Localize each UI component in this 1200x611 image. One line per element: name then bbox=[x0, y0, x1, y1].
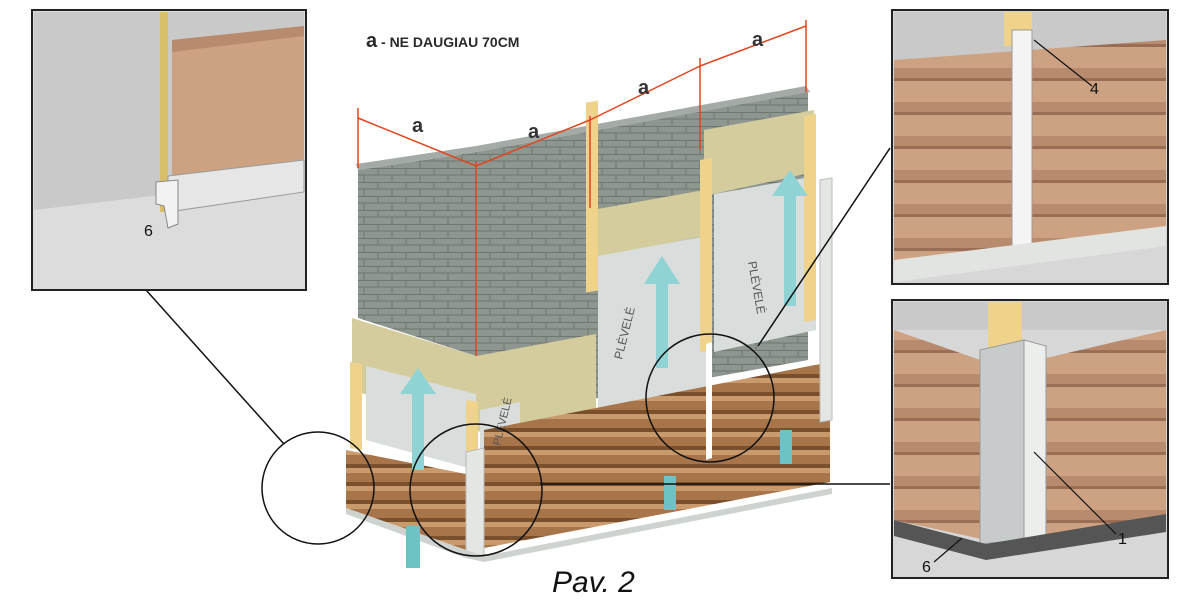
callout-6-top-left: 6 bbox=[144, 223, 153, 240]
spacing-note: a - NE DAUGIAU 70CM bbox=[366, 30, 519, 53]
dimension-label-1: a bbox=[412, 115, 424, 137]
membrane-panel-1 bbox=[598, 236, 706, 410]
batten-2 bbox=[700, 158, 712, 352]
siding-left bbox=[346, 450, 466, 550]
dimension-label-4: a bbox=[752, 29, 764, 51]
insulation-top bbox=[704, 110, 814, 196]
batten-4 bbox=[350, 362, 362, 450]
spacing-symbol: a bbox=[366, 30, 378, 52]
detail-panel-bottom-right: 1 6 bbox=[891, 299, 1169, 579]
insulation-upper bbox=[592, 190, 704, 258]
airflow-intake-icon bbox=[406, 430, 792, 568]
batten-5 bbox=[466, 400, 478, 460]
detail-markers bbox=[145, 147, 891, 557]
callout-1: 1 bbox=[1118, 531, 1127, 548]
detail-circle-1 bbox=[261, 431, 375, 545]
membrane-panel-2 bbox=[714, 176, 816, 352]
block-wall-left bbox=[358, 152, 476, 356]
wall-assembly: PLĖVELĖ PLĖVELĖ PLĖVELĖ bbox=[346, 86, 833, 568]
callout-4: 4 bbox=[1090, 81, 1099, 98]
block-wall-top bbox=[356, 86, 810, 170]
dimension-label-3: a bbox=[638, 77, 650, 99]
batten-3 bbox=[804, 114, 816, 322]
siding-right bbox=[484, 362, 830, 548]
corner-trim bbox=[465, 447, 485, 557]
dimension-label-2: a bbox=[528, 121, 540, 143]
airflow-arrow-icon bbox=[400, 170, 808, 470]
detail-circle-2 bbox=[409, 423, 543, 557]
spacing-note-text: - NE DAUGIAU 70CM bbox=[377, 34, 520, 50]
dimension-lines bbox=[357, 20, 807, 356]
end-trim bbox=[819, 177, 833, 423]
detail-circle-3 bbox=[645, 333, 775, 463]
batten-1 bbox=[586, 100, 598, 293]
detail-panel-top-right: 4 bbox=[891, 9, 1169, 285]
figure-caption: Pav. 2 bbox=[552, 566, 635, 599]
detail-panel-top-left: 6 bbox=[31, 9, 307, 291]
callout-6-bottom-right: 6 bbox=[922, 559, 931, 576]
joint-strip bbox=[706, 342, 712, 460]
